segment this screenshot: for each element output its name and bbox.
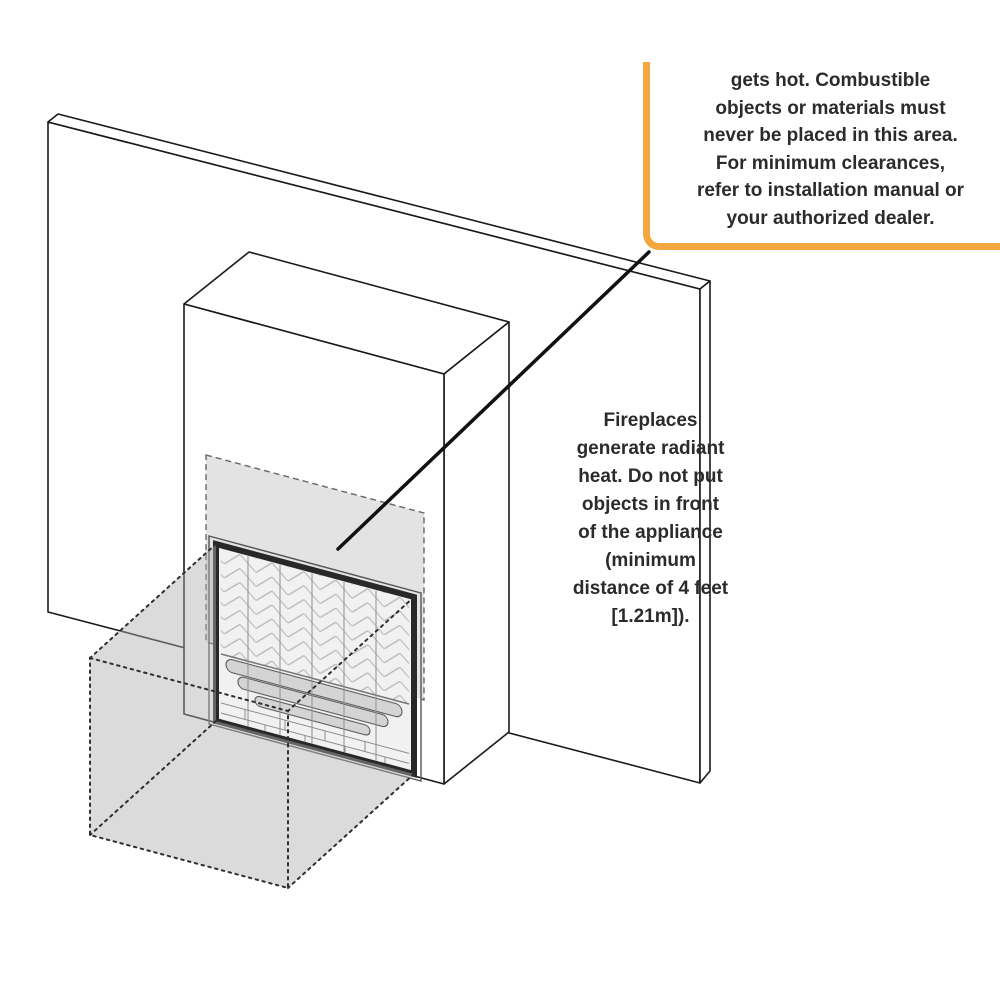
note-text-line: objects in front <box>581 494 720 515</box>
hearth-line <box>220 653 410 705</box>
note-text-line: [1.21m]). <box>611 606 690 627</box>
clearance-zone-edges <box>89 543 415 890</box>
leader-line <box>336 250 651 551</box>
fireplace-trim <box>208 535 422 782</box>
note-text-line: (minimum <box>605 550 696 571</box>
clearance-edge <box>287 596 415 712</box>
note-text-line: generate radiant <box>576 438 725 459</box>
note-text-line: Fireplaces <box>603 410 698 431</box>
clearance-edge <box>287 773 415 889</box>
warning-text-line: never be placed in this area. <box>703 125 958 146</box>
firebox-herringbone <box>221 549 409 704</box>
note-text-line: heat. Do not put <box>578 466 723 487</box>
chase-right-face <box>443 321 510 785</box>
clearance-front-face <box>89 656 289 890</box>
glass-mullions <box>247 556 377 761</box>
clearance-zone-fill <box>90 544 414 888</box>
warning-text-line: objects or materials must <box>715 97 946 119</box>
note-text-line: of the appliance <box>578 522 723 543</box>
clearance-edge <box>89 543 217 659</box>
warning-text-line: refer to installation manual or <box>696 180 965 201</box>
hearth-bricks <box>220 702 410 764</box>
warning-text-line: For minimum clearances, <box>715 152 946 174</box>
warning-callout: gets hot. Combustible objects or materia… <box>643 62 1000 250</box>
radiant-heat-note: Fireplaces generate radiant heat. Do not… <box>548 407 753 631</box>
warning-text-line: gets hot. Combustible <box>730 70 931 91</box>
wall-right-edge <box>699 280 711 784</box>
log <box>237 676 389 728</box>
clearance-edge <box>89 720 217 836</box>
warning-text-line: your authorized dealer. <box>726 207 935 229</box>
fireplace-unit <box>208 535 422 782</box>
note-text-line: distance of 4 feet <box>572 578 729 599</box>
